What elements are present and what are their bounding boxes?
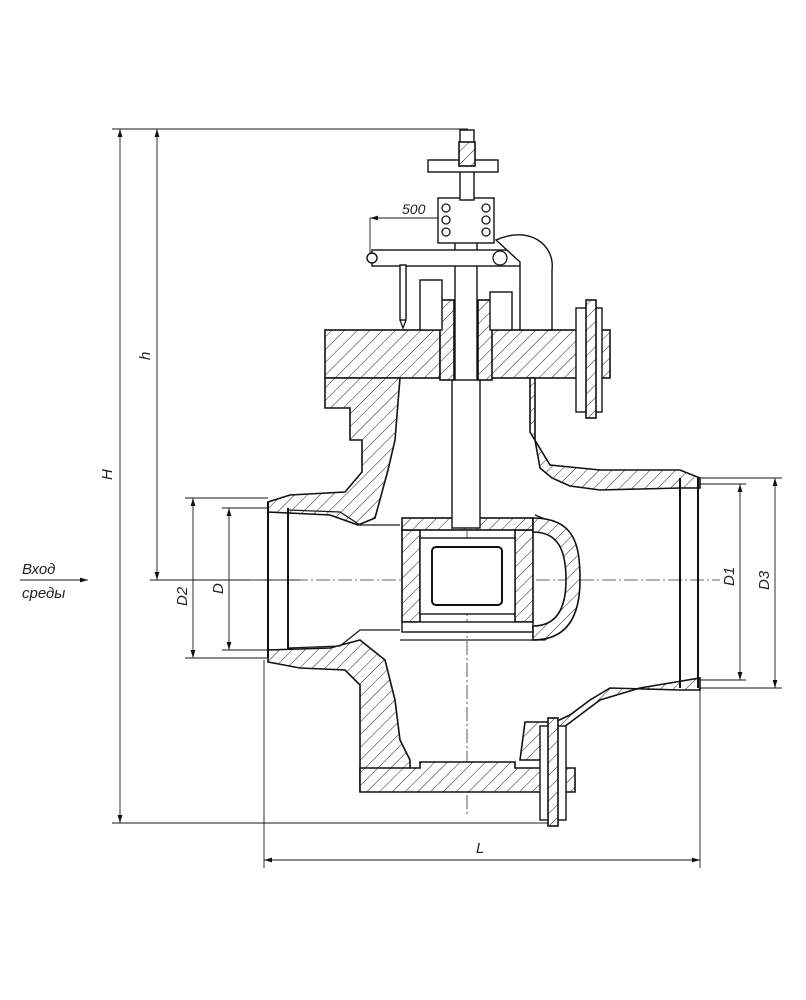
dimension-D1-label: D1	[721, 567, 738, 586]
dimension-D-label: D	[210, 583, 227, 594]
seat-cage-right	[514, 529, 534, 623]
dimension-L-label: L	[476, 840, 484, 857]
plug	[419, 537, 516, 615]
packing-right	[477, 299, 493, 381]
dimension-h-label: h	[137, 352, 154, 360]
body-lower-right	[519, 677, 701, 761]
lever-arm	[371, 249, 523, 267]
packing-left	[439, 299, 455, 381]
body-neck-left	[267, 377, 401, 526]
dimension-H-label: H	[99, 469, 116, 480]
seat-cage-left	[401, 529, 421, 623]
inlet-label-line1: Вход	[22, 561, 55, 578]
bolts	[539, 299, 603, 827]
stem	[451, 377, 481, 529]
dimension-D2-label: D2	[174, 586, 191, 606]
stem-assembly	[366, 129, 553, 529]
body-neck-right	[529, 377, 701, 491]
valve-body	[267, 329, 701, 793]
inlet-label-line2: среды	[22, 585, 65, 602]
dimension-D3-label: D3	[756, 570, 773, 590]
bottom-flange	[359, 761, 576, 793]
lever-length-label: 500	[402, 201, 426, 217]
